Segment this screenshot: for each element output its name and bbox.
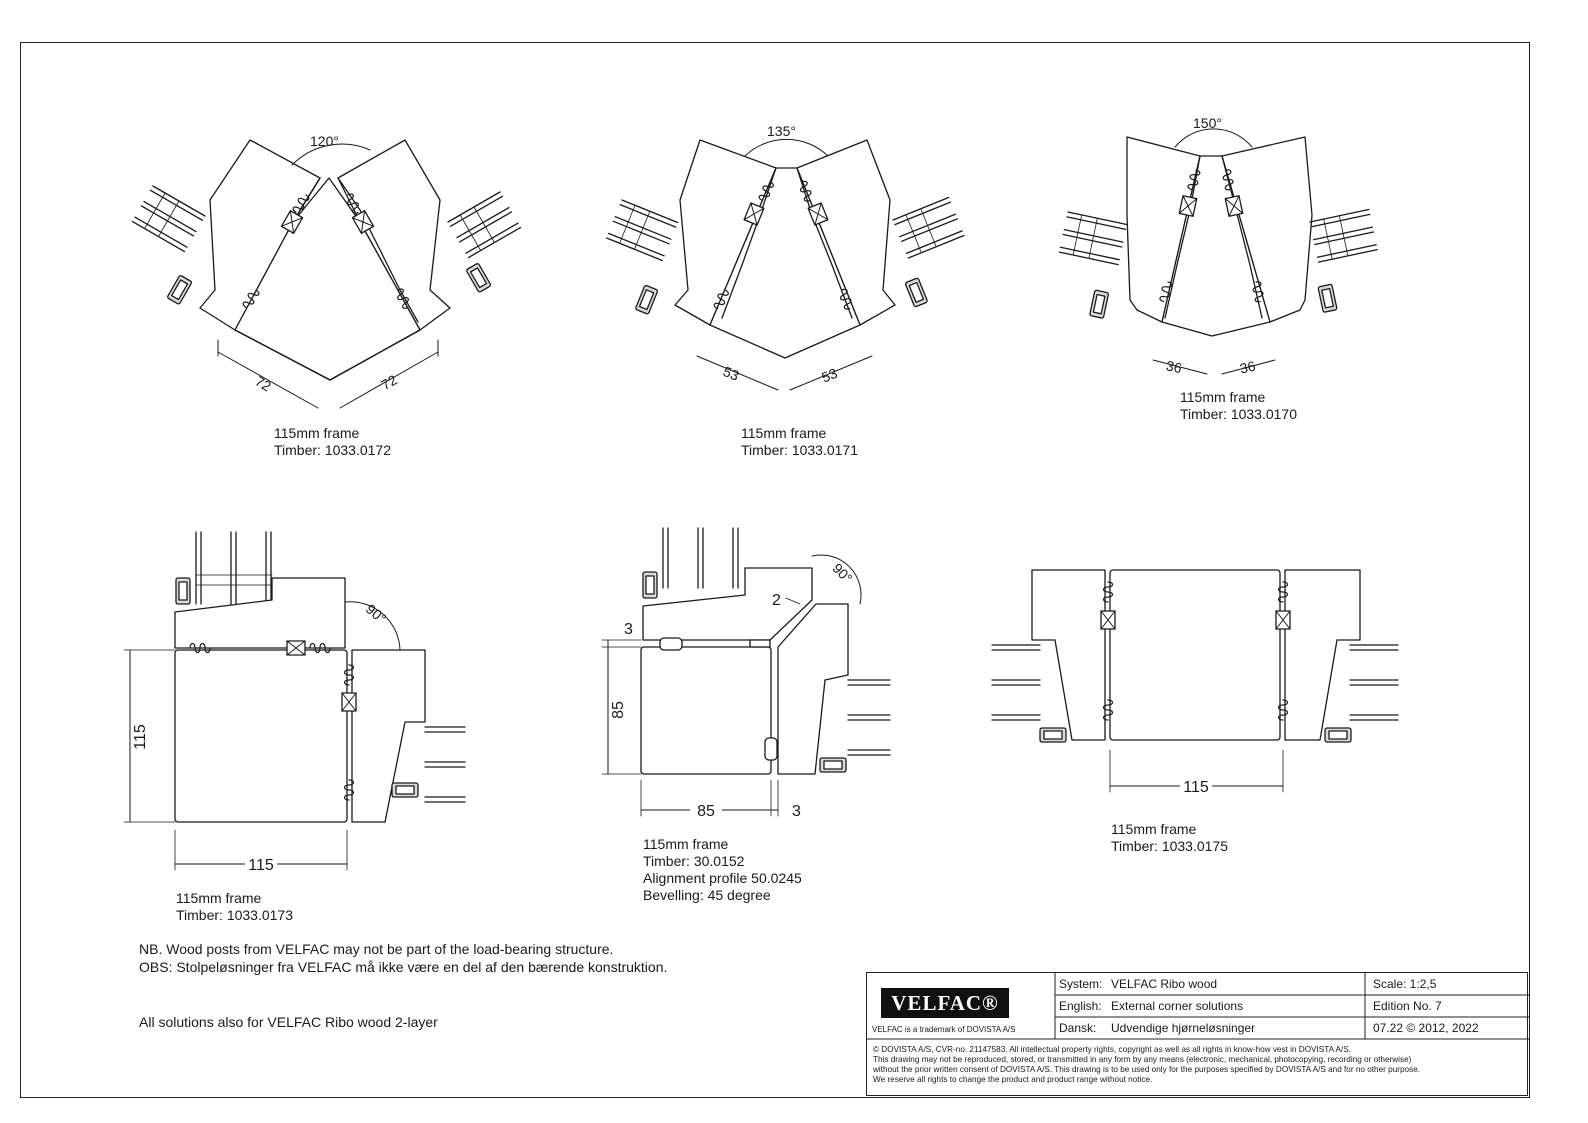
system-row: System: VELFAC Ribo wood [1059,977,1217,991]
caption-line: Timber: 1033.0175 [1111,838,1228,854]
caption-detail-120: 115mm frame Timber: 1033.0172 [274,425,391,459]
caption-line: 115mm frame [643,836,729,852]
copyright-line: This drawing may not be reproduced, stor… [873,1055,1412,1064]
caption-detail-bevelled: 115mm frame Timber: 30.0152 Alignment pr… [643,836,802,904]
dim-width: 115 [1183,779,1209,796]
caption-line: 115mm frame [1180,389,1266,405]
english-label: English: [1059,999,1102,1013]
system-label: System: [1059,977,1103,991]
caption-line: 115mm frame [274,425,360,441]
edition-value: Edition No. 7 [1373,999,1442,1013]
detail-135-corner: 135° 53 53 [605,123,965,391]
drawing-sheet-border [20,42,1530,1098]
angle-label-135: 135° [767,123,796,139]
note-all-solutions: All solutions also for VELFAC Ribo wood … [139,1014,438,1030]
detail-150-corner: 150° 36 36 [1058,115,1378,377]
copyright-line: without the prior written consent of DOV… [873,1065,1421,1074]
english-row: English: External corner solutions [1059,999,1243,1013]
date-value: 07.22 © 2012, 2022 [1373,1021,1479,1035]
copyright-line: © DOVISTA A/S, CVR-no. 21147583. All int… [873,1045,1351,1054]
dansk-row: Dansk: Udvendige hjørneløsninger [1059,1021,1255,1035]
detail-120-corner: 120° 72 72 [131,133,522,409]
caption-detail-90: 115mm frame Timber: 1033.0173 [176,890,293,924]
dansk-label: Dansk: [1059,1021,1097,1035]
dim-left: 72 [252,373,274,395]
dansk-value: Udvendige hjørneløsninger [1111,1021,1256,1035]
scale-value: Scale: 1:2,5 [1373,977,1437,991]
dim-right: 53 [819,365,840,386]
title-block-grid [867,973,1529,1040]
angle-label-90: 90° [829,560,855,586]
caption-detail-150: 115mm frame Timber: 1033.0170 [1180,389,1297,423]
dim-gap-vertical: 3 [624,621,633,638]
caption-detail-straight: 115mm frame Timber: 1033.0175 [1111,821,1228,855]
copyright-line: We reserve all rights to change the prod… [873,1075,1153,1084]
detail-bevelled-corner: 3 85 85 3 2 90° [601,527,891,820]
caption-line: 115mm frame [1111,821,1197,837]
dim-right: 72 [378,371,400,393]
dim-bevel-gap: 2 [772,592,781,609]
dim-width: 115 [248,857,274,874]
dim-height: 85 [610,701,627,719]
english-value: External corner solutions [1111,999,1244,1013]
caption-line: Timber: 1033.0172 [274,442,391,458]
caption-line: 115mm frame [176,890,262,906]
dim-right: 36 [1238,358,1257,377]
copyright-notice: © DOVISTA A/S, CVR-no. 21147583. All int… [873,1045,1523,1085]
caption-line: 115mm frame [741,425,827,441]
note-nb: NB. Wood posts from VELFAC may not be pa… [139,941,614,957]
caption-line: Bevelling: 45 degree [643,887,771,903]
dim-width: 85 [697,803,715,820]
caption-line: Alignment profile 50.0245 [643,870,802,886]
caption-detail-135: 115mm frame Timber: 1033.0171 [741,425,858,459]
velfac-logo: VELFAC® [881,988,1009,1018]
dim-left: 36 [1165,357,1184,376]
caption-line: Timber: 1033.0173 [176,907,293,923]
angle-label-150: 150° [1193,115,1222,131]
angle-label-120: 120° [310,133,339,149]
dim-gap-horizontal: 3 [792,803,801,820]
caption-line: Timber: 30.0152 [643,853,745,869]
caption-line: Timber: 1033.0170 [1180,406,1297,422]
dim-height: 115 [132,724,149,750]
caption-line: Timber: 1033.0171 [741,442,858,458]
detail-straight-post: 115 [991,569,1399,796]
dim-left: 53 [721,363,742,384]
detail-90-corner: 115 115 90° [123,531,466,874]
note-obs: OBS: Stolpeløsninger fra VELFAC må ikke … [139,959,668,975]
trademark-text: VELFAC is a trademark of DOVISTA A/S [872,1025,1016,1034]
system-value: VELFAC Ribo wood [1111,977,1218,991]
title-block: VELFAC® VELFAC is a trademark of DOVISTA… [866,972,1529,1096]
